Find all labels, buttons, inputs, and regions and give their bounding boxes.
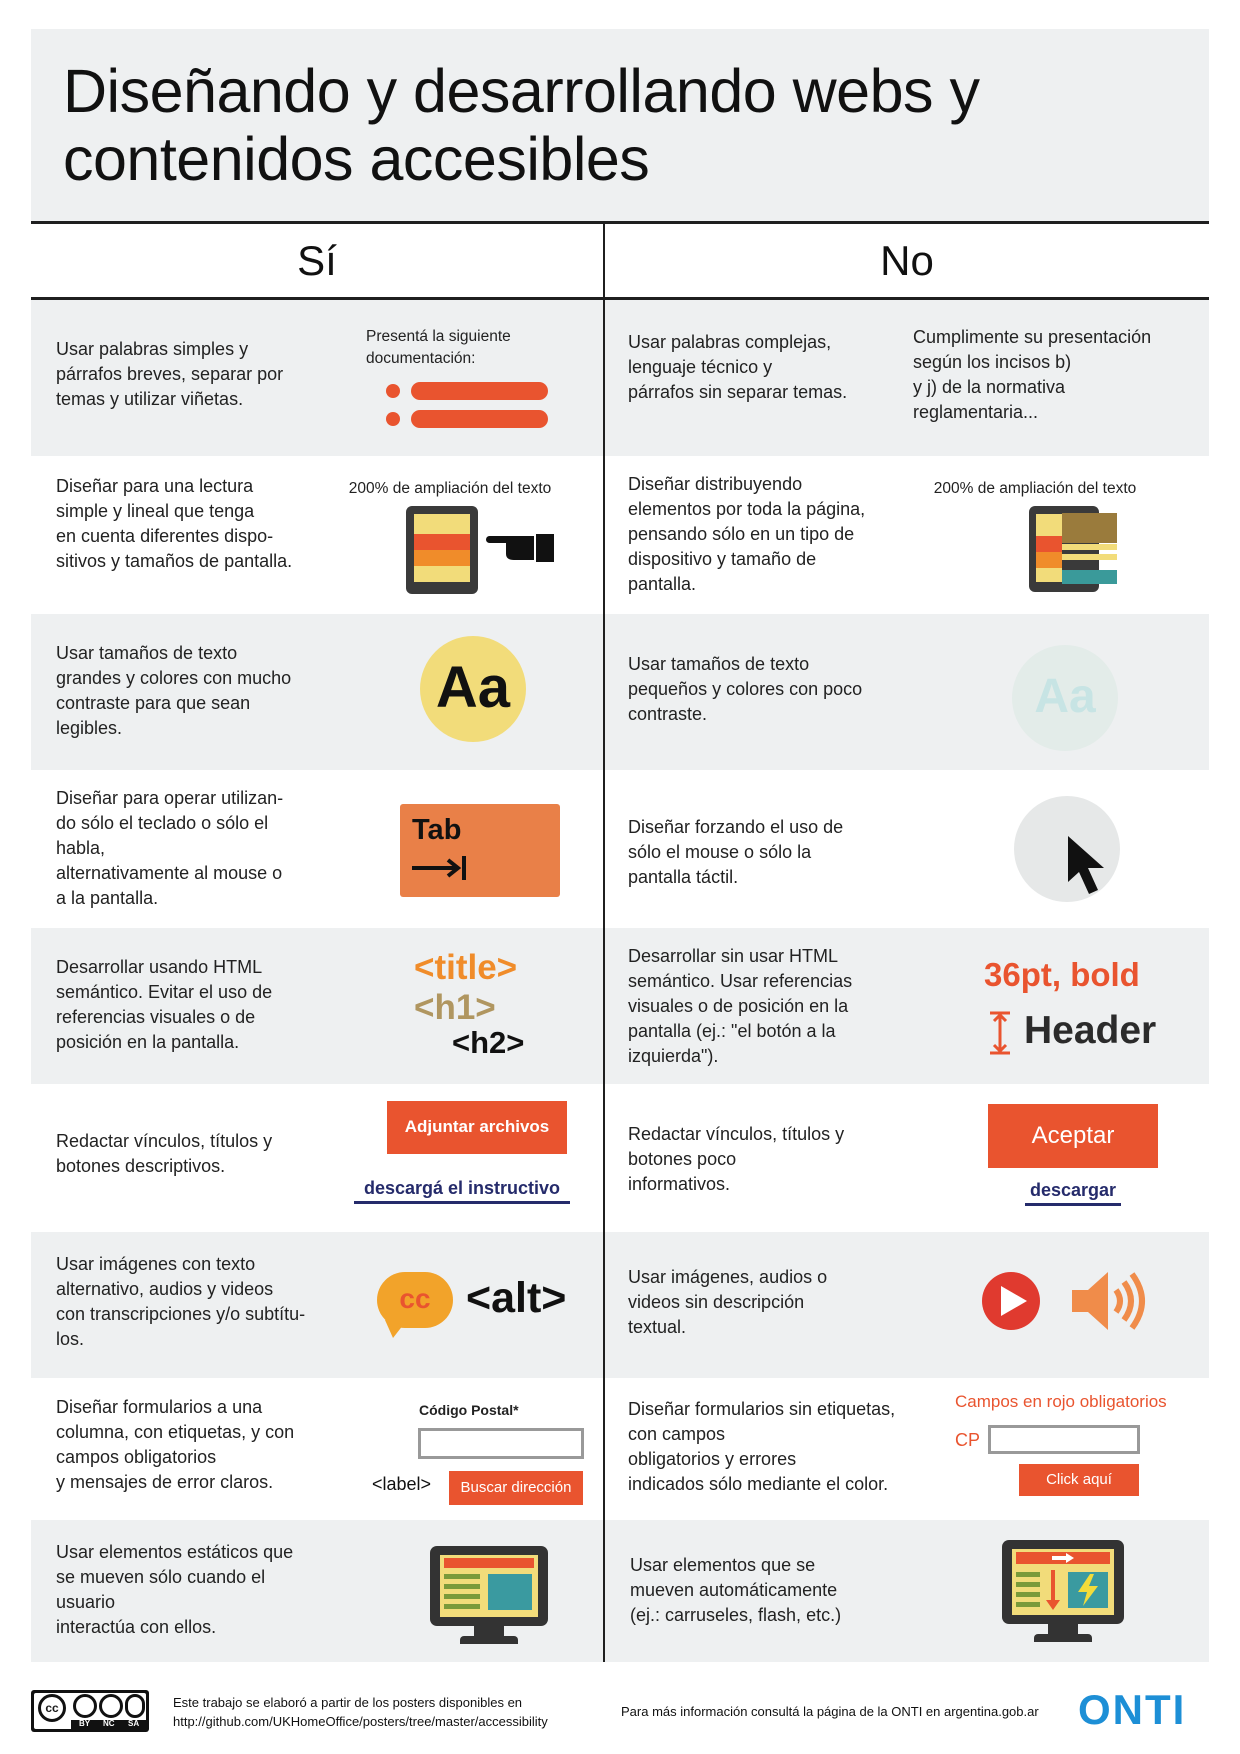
row-1 [31, 300, 1209, 456]
height-arrow-icon [990, 1011, 1010, 1055]
alt-tag: <alt> [466, 1274, 567, 1322]
column-header-no: No [880, 237, 934, 284]
row-1-yes-caption: Presentá la siguiente documentación: [366, 328, 511, 367]
visual-header-text: Header [1024, 1009, 1157, 1052]
h2-tag: <h2> [452, 1025, 525, 1060]
row-5-no-text: Desarrollar sin usar HTML semántico. Usa… [628, 946, 853, 1066]
tablet-icon [406, 506, 478, 594]
creative-commons-badge: cc BY NC SA [31, 1690, 149, 1732]
license-nc: NC [103, 1719, 115, 1728]
row-6-yes-text: Redactar vínculos, títulos y botones des… [56, 1131, 273, 1176]
row-2-no-text: Diseñar distribuyendo elementos por toda… [628, 474, 866, 594]
row-8-no-text: Diseñar formularios sin etiquetas, con c… [628, 1399, 896, 1494]
row-3-yes-text: Usar tamaños de texto grandes y colores … [56, 643, 292, 738]
page-title: Diseñando y desarrollando webs y conteni… [63, 57, 980, 193]
mouse-cursor-icon [1068, 836, 1104, 894]
closed-captions-icon: cc [377, 1272, 453, 1328]
license-sa: SA [128, 1719, 140, 1728]
pointing-hand-icon [486, 534, 554, 562]
header-rule [31, 297, 1209, 300]
high-contrast-sample: Aa [420, 636, 526, 742]
footer-credit: Este trabajo se elaboró a partir de los … [173, 1695, 548, 1729]
play-button-icon [982, 1272, 1040, 1330]
row-1-yes-text: Usar palabras simples y párrafos breves,… [56, 339, 284, 409]
row-1-no-text: Usar palabras complejas, lenguaje técnic… [628, 332, 848, 402]
column-divider [603, 224, 605, 1662]
onti-logo: ONTI [1078, 1686, 1187, 1733]
postal-code-label: Código Postal* [419, 1402, 519, 1418]
title-line-1: Diseñando y desarrollando webs y [63, 57, 980, 125]
title-panel: Diseñando y desarrollando webs y conteni… [31, 29, 1209, 222]
row-9-yes-text: Usar elementos estáticos que se mueven s… [56, 1542, 294, 1637]
postal-code-input[interactable] [418, 1428, 584, 1459]
static-monitor-icon [430, 1546, 548, 1646]
tab-key-label: Tab [412, 814, 462, 846]
row-2-yes-caption: 200% de ampliación del texto [348, 480, 552, 497]
speech-tail-icon [385, 1320, 407, 1338]
row-5-yes-text: Desarrollar usando HTML semántico. Evita… [56, 957, 273, 1052]
required-fields-note: Campos en rojo obligatorios [955, 1392, 1167, 1411]
license-by: BY [79, 1719, 91, 1728]
label-tag: <label> [372, 1474, 432, 1494]
cp-label: CP [955, 1430, 981, 1450]
row-9-no-text: Usar elementos que se mueven automáticam… [630, 1555, 842, 1625]
row-3-no-text: Usar tamaños de texto pequeños y colores… [628, 654, 863, 724]
row-4-yes-text: Diseñar para operar utilizan- do sólo el… [56, 788, 284, 908]
attach-files-button[interactable]: Adjuntar archivos [387, 1101, 567, 1154]
click-here-button[interactable]: Click aquí [1019, 1464, 1139, 1496]
row-7-yes-text: Usar imágenes con texto alternativo, aud… [56, 1254, 306, 1349]
row-6-no-text: Redactar vínculos, títulos y botones poc… [628, 1124, 845, 1194]
tab-arrow-icon [412, 856, 466, 880]
row-7-no-text: Usar imágenes, audios o videos sin descr… [628, 1267, 828, 1337]
mouse-cursor-circle [1014, 796, 1120, 902]
row-5 [31, 928, 1209, 1084]
overflow-line [1062, 554, 1117, 560]
low-contrast-sample: Aa [1012, 645, 1118, 751]
title-tag: <title> [414, 948, 518, 987]
overflow-block [1062, 513, 1117, 543]
speaker-icon [1072, 1272, 1145, 1330]
download-link[interactable]: descargar [1025, 1178, 1121, 1206]
download-instructions-link[interactable]: descargá el instructivo [354, 1176, 570, 1204]
nc-icon [99, 1694, 123, 1718]
overflow-line [1062, 544, 1117, 550]
sa-icon [125, 1694, 145, 1718]
row-4-no-text: Diseñar forzando el uso de sólo el mouse… [628, 817, 844, 887]
animated-monitor-icon [1002, 1540, 1124, 1646]
row-2-yes-text: Diseñar para una lectura simple y lineal… [56, 476, 293, 571]
bullet-list-icon [386, 382, 551, 432]
title-line-2: contenidos accesibles [63, 125, 650, 193]
tab-key-icon: Tab [400, 804, 560, 897]
column-header-yes: Sí [297, 237, 337, 284]
visual-style-label: 36pt, bold [984, 956, 1140, 993]
cp-input[interactable] [988, 1425, 1140, 1454]
footer-info: Para más información consultá la página … [621, 1704, 1039, 1719]
search-address-button[interactable]: Buscar dirección [449, 1471, 583, 1505]
row-1-no-caption: Cumplimente su presentación según los in… [913, 327, 1152, 422]
row-2-no-caption: 200% de ampliación del texto [933, 480, 1137, 497]
overflow-block [1062, 570, 1117, 584]
top-rule [31, 221, 1209, 224]
row-8-yes-text: Diseñar formularios a una columna, con e… [56, 1397, 295, 1492]
h1-tag: <h1> [414, 988, 496, 1027]
accept-button[interactable]: Aceptar [988, 1104, 1158, 1168]
by-icon [73, 1694, 97, 1718]
